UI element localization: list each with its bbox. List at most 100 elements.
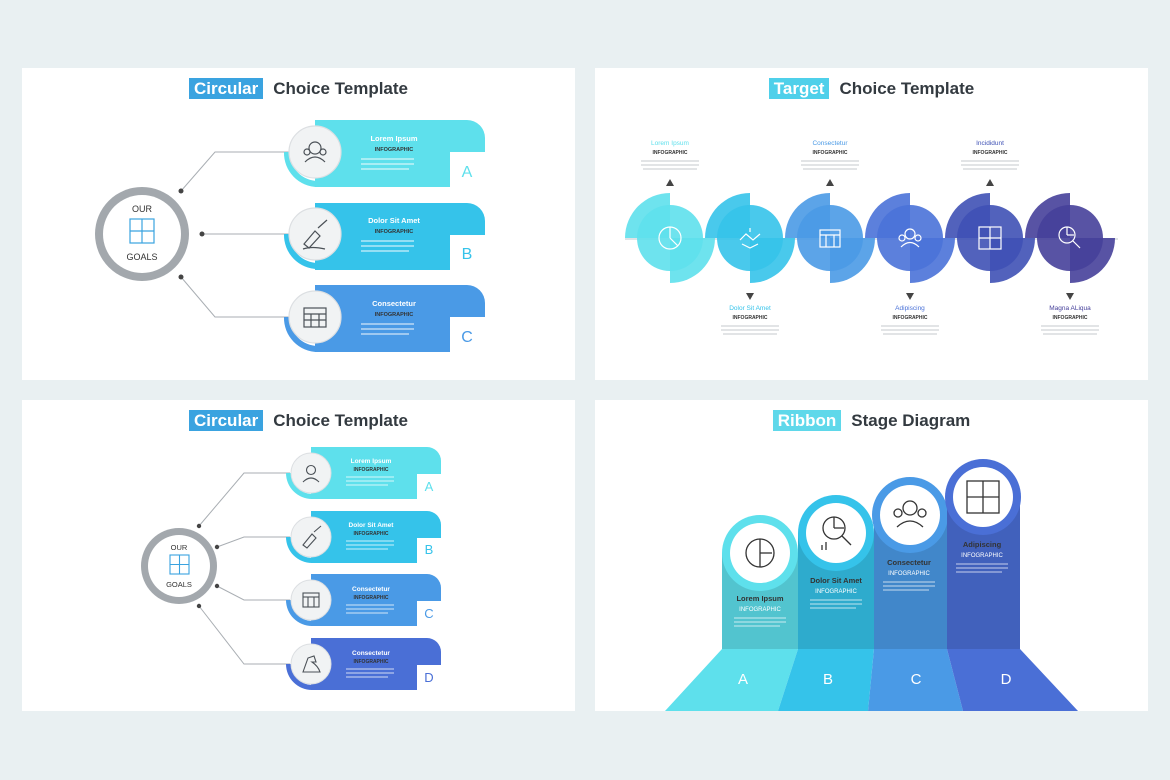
choice-card: Lorem Ipsum INFOGRAPHIC A xyxy=(283,120,486,187)
ribbon-stage: Dolor Sit Amet INFOGRAPHIC B xyxy=(798,495,874,688)
panel-title: Circular Choice Template xyxy=(22,78,575,99)
card-letter: C xyxy=(461,329,473,346)
card-heading: Lorem Ipsum xyxy=(370,134,417,143)
card-subtitle: INFOGRAPHIC xyxy=(354,467,389,473)
title-rest: Stage Diagram xyxy=(851,411,971,430)
card-letter: B xyxy=(425,542,434,557)
ribbon-stage: Lorem Ipsum INFOGRAPHIC A xyxy=(722,515,798,688)
step-subtitle: INFOGRAPHIC xyxy=(653,150,688,156)
hub-line1: OUR xyxy=(171,543,188,552)
team-icon xyxy=(893,500,927,528)
calendar-icon xyxy=(303,307,327,328)
title-highlight: Ribbon xyxy=(772,410,842,431)
choice-card: Consectetur INFOGRAPHIC D xyxy=(286,638,442,691)
card-subtitle: INFOGRAPHIC xyxy=(354,659,389,665)
choice-card: Consectetur INFOGRAPHIC C xyxy=(286,574,442,627)
card-subtitle: INFOGRAPHIC xyxy=(375,312,414,318)
signing-hand-icon xyxy=(302,525,322,549)
choice-card: Dolor Sit Amet INFOGRAPHIC B xyxy=(283,203,486,270)
calendar-icon xyxy=(302,592,320,608)
target-step: Consectetur INFOGRAPHIC xyxy=(785,140,875,283)
stage-subtitle: INFOGRAPHIC xyxy=(815,589,857,595)
title-rest: Choice Template xyxy=(839,79,975,98)
choice-diagram: OUR GOALS Lorem Ipsum INFOGRAPHIC A Dolo… xyxy=(141,447,442,691)
card-heading: Consectetur xyxy=(372,299,416,308)
puzzle-icon xyxy=(169,554,190,575)
card-subtitle: INFOGRAPHIC xyxy=(375,147,414,153)
hub-line1: OUR xyxy=(132,204,153,214)
ribbon-stage: Consectetur INFOGRAPHIC C xyxy=(872,477,948,688)
card-heading: Lorem Ipsum xyxy=(351,458,392,465)
team-icon xyxy=(898,228,922,248)
hub-line2: GOALS xyxy=(126,252,157,262)
pie-chart-icon xyxy=(658,226,682,250)
panel-title: Circular Choice Template xyxy=(22,410,575,431)
panel-target-choice: Target Choice Template Lorem Ipsum INFOGR… xyxy=(595,68,1148,380)
card-subtitle: INFOGRAPHIC xyxy=(375,229,414,235)
target-step: Adipiscing INFOGRAPHIC xyxy=(865,193,955,335)
team-icon xyxy=(302,464,320,483)
title-highlight: Circular xyxy=(188,410,264,431)
puzzle-icon xyxy=(966,480,1000,514)
card-heading: Dolor Sit Amet xyxy=(368,216,420,225)
title-rest: Choice Template xyxy=(273,411,409,430)
stage-letter: A xyxy=(738,671,748,688)
card-heading: Consectetur xyxy=(352,650,390,657)
step-subtitle: INFOGRAPHIC xyxy=(973,150,1008,156)
step-heading: Dolor Sit Amet xyxy=(729,305,771,312)
ribbon-base xyxy=(665,649,1078,711)
card-heading: Dolor Sit Amet xyxy=(349,522,395,529)
title-highlight: Circular xyxy=(188,78,264,99)
step-subtitle: INFOGRAPHIC xyxy=(813,150,848,156)
calendar-icon xyxy=(819,229,841,248)
card-subtitle: INFOGRAPHIC xyxy=(354,595,389,601)
step-heading: Consectetur xyxy=(812,140,848,147)
card-letter: A xyxy=(462,164,473,181)
step-heading: Adipiscing xyxy=(895,305,925,312)
target-step: Dolor Sit Amet INFOGRAPHIC xyxy=(705,193,795,335)
stage-letter: C xyxy=(911,671,922,688)
target-step: Incididunt INFOGRAPHIC xyxy=(945,140,1035,283)
ribbon-diagram: Lorem Ipsum INFOGRAPHIC A Dolor Sit Amet… xyxy=(665,459,1078,711)
flexed-arm-icon xyxy=(302,655,321,673)
choice-card: Dolor Sit Amet INFOGRAPHIC B xyxy=(286,511,442,564)
panel-circular-choice-3: Circular Choice Template OUR GOALS xyxy=(22,68,575,380)
choice-card: Consectetur INFOGRAPHIC C xyxy=(283,285,486,353)
goals-hub: OUR GOALS xyxy=(141,528,217,604)
puzzle-icon xyxy=(129,218,155,244)
choice-card: Lorem Ipsum INFOGRAPHIC A xyxy=(286,447,442,500)
stage-subtitle: INFOGRAPHIC xyxy=(961,553,1003,559)
target-diagram: Lorem Ipsum INFOGRAPHIC Dolor Sit Amet I… xyxy=(625,140,1118,335)
chart-magnifier-icon xyxy=(1058,226,1081,249)
stage-heading: Adipiscing xyxy=(963,540,1002,549)
card-letter: B xyxy=(462,246,473,263)
card-letter: C xyxy=(424,606,433,621)
target-step: Lorem Ipsum INFOGRAPHIC xyxy=(625,140,715,283)
signing-hand-icon xyxy=(302,219,328,250)
step-subtitle: INFOGRAPHIC xyxy=(1053,315,1088,321)
stage-subtitle: INFOGRAPHIC xyxy=(888,571,930,577)
target-step: Magna ALiqua INFOGRAPHIC xyxy=(1025,193,1115,335)
team-icon xyxy=(303,141,327,163)
stage-letter: B xyxy=(823,671,833,688)
step-heading: Incididunt xyxy=(976,140,1004,147)
choice-diagram: OUR GOALS Lorem Ipsum INFOGRAPHIC A xyxy=(95,120,486,353)
card-heading: Consectetur xyxy=(352,586,390,593)
step-heading: Magna ALiqua xyxy=(1049,305,1091,312)
stage-heading: Consectetur xyxy=(887,558,931,567)
title-highlight: Target xyxy=(768,78,830,99)
card-letter: D xyxy=(424,670,433,685)
panel-ribbon-stage: Ribbon Stage Diagram Lorem Ipsum INFOGRAP… xyxy=(595,400,1148,711)
stage-letter: D xyxy=(1001,671,1012,688)
card-subtitle: INFOGRAPHIC xyxy=(354,531,389,537)
step-subtitle: INFOGRAPHIC xyxy=(733,315,768,321)
chart-magnifier-icon xyxy=(821,516,852,550)
goals-hub: OUR GOALS xyxy=(95,187,189,281)
panel-title: Target Choice Template xyxy=(595,78,1148,99)
title-rest: Choice Template xyxy=(273,79,409,98)
handshake-icon xyxy=(739,228,761,249)
step-subtitle: INFOGRAPHIC xyxy=(893,315,928,321)
stage-subtitle: INFOGRAPHIC xyxy=(739,607,781,613)
ribbon-stage: Adipiscing INFOGRAPHIC D xyxy=(945,459,1021,688)
